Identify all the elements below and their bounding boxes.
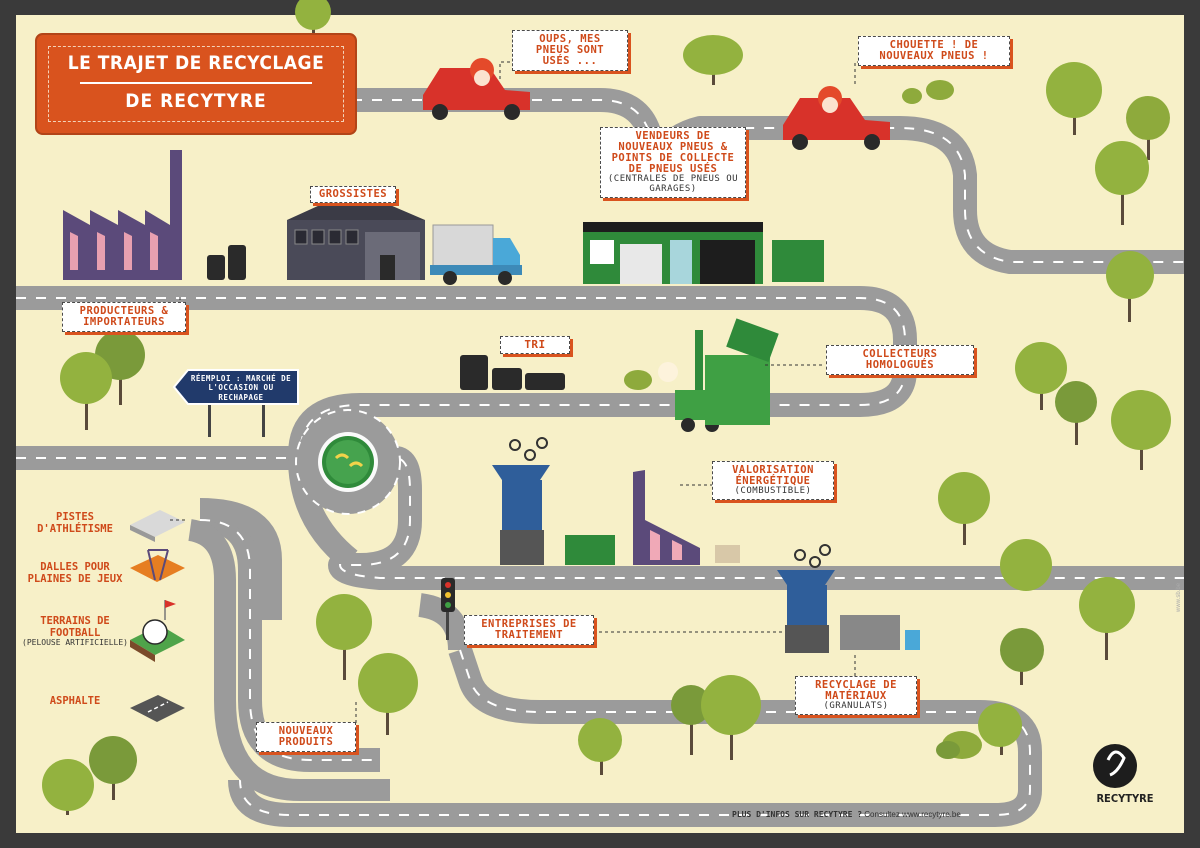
tire-stack-icon (207, 245, 565, 390)
swing-icon (130, 549, 185, 582)
title-divider (80, 82, 312, 84)
logo-icon (1093, 744, 1137, 788)
bush-icon (624, 80, 982, 759)
roundabout-icon (295, 409, 401, 515)
page-subtitle: DE RECYTYRE (125, 90, 267, 112)
label-valorisation-title: VALORISATION ÉNERGÉTIQUE (732, 464, 814, 488)
label-valorisation-sub: (COMBUSTIBLE) (734, 486, 812, 497)
label-vendeurs-sub: (CENTRALES DE PNEUS OU GARAGES) (607, 174, 739, 194)
car-icon (423, 58, 530, 120)
road-lanes-bottom-left (187, 519, 390, 801)
footer-info-bold: PLUS D'INFOS SUR RECYTYRE ? (732, 810, 863, 819)
label-nouveaux: NOUVEAUX PRODUITS (256, 722, 356, 753)
credit-text: www.sb.be (1176, 583, 1182, 612)
footer-info-link[interactable]: Consultez www.recytyre.be (864, 810, 961, 819)
label-recyclage: RECYCLAGE DE MATÉRIAUX (GRANULATS) (795, 676, 917, 716)
label-dalles: DALLES POUR PLAINES DE JEUX (27, 561, 123, 585)
label-producteurs: PRODUCTEURS & IMPORTATEURS (62, 302, 186, 333)
label-oups: OUPS, MES PNEUS SONT USÉS ... (512, 30, 628, 72)
factory-icon (633, 470, 740, 565)
truck-icon (430, 224, 522, 285)
label-asphalte: ASPHALTE (49, 695, 101, 707)
label-entreprises: ENTREPRISES DE TRAITEMENT (464, 615, 594, 646)
container-icon (705, 318, 779, 425)
logo-text: RECYTYRE (1096, 792, 1154, 805)
road-markings (16, 99, 1184, 816)
road-sign-icon (172, 369, 299, 437)
title-frame (48, 46, 344, 122)
shredder-icon (777, 544, 920, 653)
car-icon (783, 86, 890, 150)
road-main (16, 286, 917, 456)
label-vendeurs-title: VENDEURS DE NOUVEAUX PNEUS & POINTS DE C… (611, 130, 735, 176)
label-collecteurs: COLLECTEURS HOMOLOGUÉS (826, 345, 974, 376)
traffic-light-icon (441, 578, 455, 640)
road-connector (417, 593, 472, 651)
title-banner: LE TRAJET DE RECYCLAGE DE RECYTYRE (40, 38, 352, 130)
football-icon (130, 600, 185, 662)
tree-icon (42, 0, 1171, 815)
label-valorisation: VALORISATION ÉNERGÉTIQUE (COMBUSTIBLE) (712, 461, 834, 501)
warehouse-icon (287, 205, 425, 280)
label-vendeurs: VENDEURS DE NOUVEAUX PNEUS & POINTS DE C… (600, 127, 746, 198)
label-recyclage-sub: (GRANULATS) (823, 701, 889, 712)
label-chouette: CHOUETTE ! DE NOUVEAUX PNEUS ! (858, 36, 1010, 67)
label-recyclage-title: RECYCLAGE DE MATÉRIAUX (815, 679, 897, 703)
label-reemploi: RÉEMPLOI : MARCHÉ DE L'OCCASION OU RECHA… (190, 374, 292, 402)
label-terrains-sub: (PELOUSE ARTIFICIELLE) (22, 638, 128, 648)
label-grossistes: GROSSISTES (310, 186, 396, 204)
track-icon (130, 510, 185, 542)
label-pistes: PISTES D'ATHLÉTISME (37, 511, 113, 535)
shop-icon (583, 222, 824, 284)
label-terrains: TERRAINS DE FOOTBALL (PELOUSE ARTIFICIEL… (20, 615, 130, 648)
factory-icon (63, 150, 182, 280)
shredder-icon (492, 437, 615, 565)
footer-info: PLUS D'INFOS SUR RECYTYRE ? Consultez ww… (732, 810, 961, 819)
asphalt-icon (130, 695, 185, 722)
label-tri: TRI (500, 336, 570, 354)
road-inner (199, 498, 282, 620)
label-terrains-title: TERRAINS DE FOOTBALL (40, 615, 110, 639)
page-title: LE TRAJET DE RECYCLAGE (67, 52, 325, 74)
